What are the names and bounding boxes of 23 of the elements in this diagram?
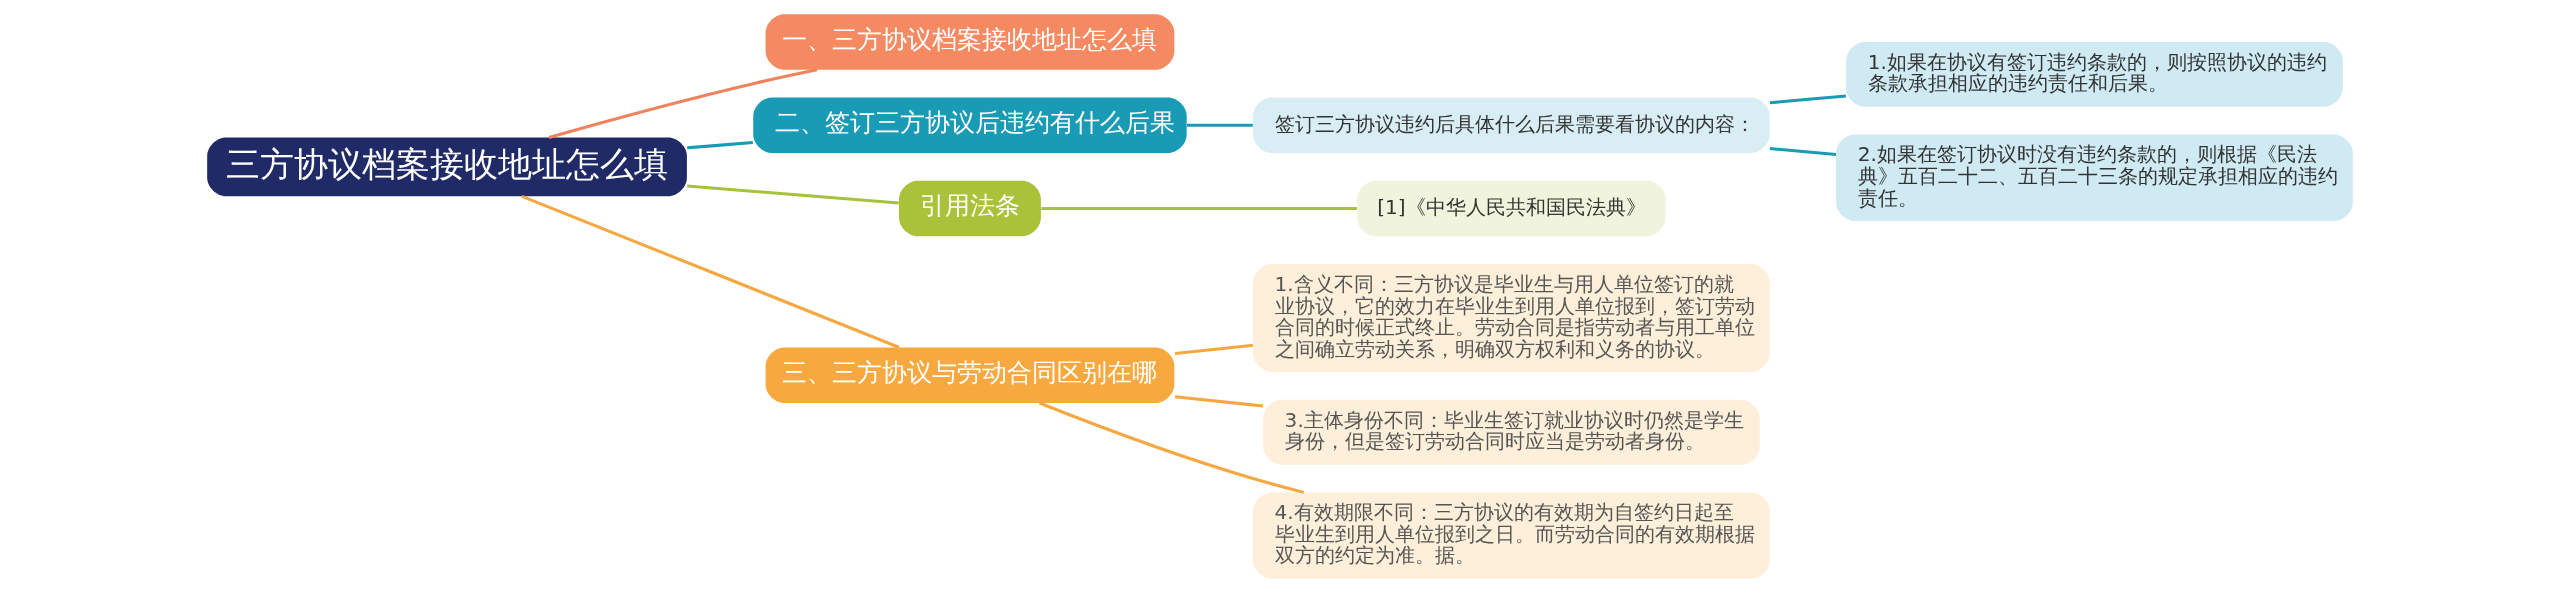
node-box: 2.如果在签订协议时没有违约条款的，则根据《民法典》五百二十二、五百二十三条的规定承担相应的违约责任。 xyxy=(1836,134,2353,221)
connector xyxy=(1174,343,1254,356)
connector xyxy=(1038,401,1305,494)
node-box: 4.有效期限不同：三方协议的有效期为自签约日起至毕业生到用人单位报到之日。而劳动合同的有效期根据双方的约定为准。据。 xyxy=(1253,492,1770,579)
connector xyxy=(1769,146,1837,157)
connector xyxy=(521,194,900,349)
node-box: 引用法条 xyxy=(899,180,1041,237)
node-box: 三、三方协议与劳动合同区别在哪 xyxy=(765,347,1175,403)
connector xyxy=(1174,395,1264,408)
connector xyxy=(1769,94,1847,105)
connector xyxy=(548,68,818,139)
node-box: [1]《中华人民共和国民法典》 xyxy=(1357,180,1666,237)
node-box: 二、签订三方协议后违约有什么后果 xyxy=(753,97,1187,154)
node-box: 签订三方协议违约后具体什么后果需要看协议的内容： xyxy=(1253,97,1770,154)
connector xyxy=(1041,207,1357,211)
node-box: 1.如果在协议有签订违约条款的，则按照协议的违约条款承担相应的违约责任和后果。 xyxy=(1846,42,2343,107)
connector xyxy=(687,184,899,205)
node-box: 一、三方协议档案接收地址怎么填 xyxy=(765,14,1175,70)
connector xyxy=(687,141,753,150)
connector xyxy=(1186,123,1253,127)
node-box: 三方协议档案接收地址怎么填 xyxy=(207,137,687,197)
node-box: 1.含义不同：三方协议是毕业生与用人单位签订的就业协议，它的效力在毕业生到用人单位报到，签订劳动合同的时候正式终止。劳动合同是指劳动者与用工单位之间确立劳动关系，明确双方权利和义务的协议。 xyxy=(1253,264,1770,373)
node-box: 3.主体身份不同：毕业生签订就业协议时仍然是学生身份，但是签订劳动合同时应当是劳动者身份。 xyxy=(1263,399,1760,465)
